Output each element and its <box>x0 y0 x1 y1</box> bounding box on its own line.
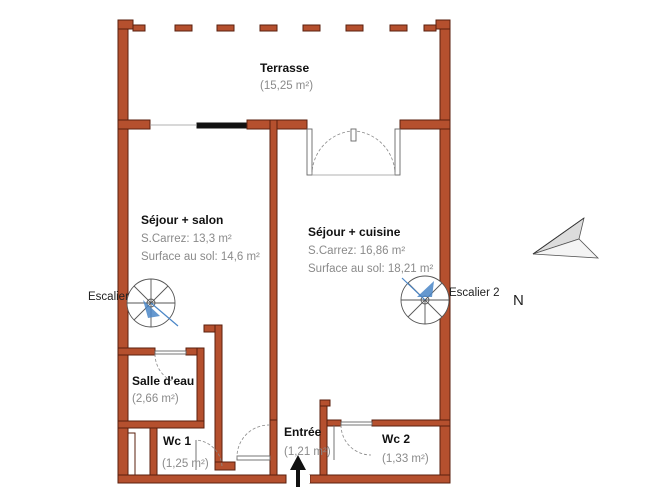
stair-label-2: Escalier 2 <box>449 287 500 299</box>
wall-salle-deau-bottom <box>117 420 205 429</box>
room-name-sejour-cuisine: Séjour + cuisine <box>308 225 401 239</box>
room-area-entree: (1,21 m²) <box>284 446 331 458</box>
wall-wc2-top-right <box>371 419 451 427</box>
room-area-wc1: (1,25 m²) <box>162 458 209 470</box>
door-wc2 <box>333 421 373 460</box>
wall-left-cap <box>117 19 134 30</box>
room-area-terrasse: (15,25 m²) <box>260 80 313 92</box>
wall-salle-deau-ext-v <box>214 324 223 471</box>
door-entree <box>236 424 271 461</box>
room-name-terrasse: Terrasse <box>260 61 309 75</box>
wall-entree-left <box>269 419 278 476</box>
wall-wc1-inner-left <box>127 432 136 476</box>
wall-terrace-right <box>399 119 451 130</box>
wall-bottom-right <box>309 474 451 484</box>
terrace-top-edge <box>132 24 437 32</box>
room-name-sejour-salon: Séjour + salon <box>141 213 223 227</box>
wall-right-outer <box>439 19 451 484</box>
door-salle-deau <box>154 350 187 385</box>
compass-north-label: N <box>513 292 524 309</box>
room-area-salle-deau: (2,66 m²) <box>132 393 179 405</box>
wall-right-cap <box>435 19 451 30</box>
room-sol-sejour-salon: Surface au sol: 14,6 m² <box>141 251 260 263</box>
room-area-wc2: (1,33 m²) <box>382 453 429 465</box>
wall-wc1-right <box>214 461 236 471</box>
room-name-entree: Entrée <box>284 425 322 439</box>
wall-bottom-left <box>117 474 287 484</box>
wall-divider-center <box>269 119 278 468</box>
stair-label-1: Escalier <box>88 291 129 303</box>
room-carrez-sejour-cuisine: S.Carrez: 16,86 m² <box>308 245 405 257</box>
room-sol-sejour-cuisine: Surface au sol: 18,21 m² <box>308 263 433 275</box>
wall-wc2-top <box>319 399 331 407</box>
room-name-salle-deau: Salle d'eau <box>132 374 194 388</box>
terrace-window-bar <box>196 122 248 129</box>
door-wc1 <box>195 439 223 470</box>
room-name-wc2: Wc 2 <box>382 432 410 446</box>
staircase-2 <box>400 275 450 325</box>
room-name-wc1: Wc 1 <box>163 434 191 448</box>
staircase-1 <box>126 278 179 328</box>
wall-left-outer <box>117 19 129 484</box>
entrance-arrow <box>287 455 310 487</box>
wall-wc1-left <box>149 427 158 476</box>
french-window <box>306 128 401 176</box>
wall-terrace-left <box>117 119 151 130</box>
wall-salle-deau-right <box>196 347 205 429</box>
room-carrez-sejour-salon: S.Carrez: 13,3 m² <box>141 233 232 245</box>
compass-icon <box>532 217 600 259</box>
wall-salle-deau-top <box>117 347 156 356</box>
